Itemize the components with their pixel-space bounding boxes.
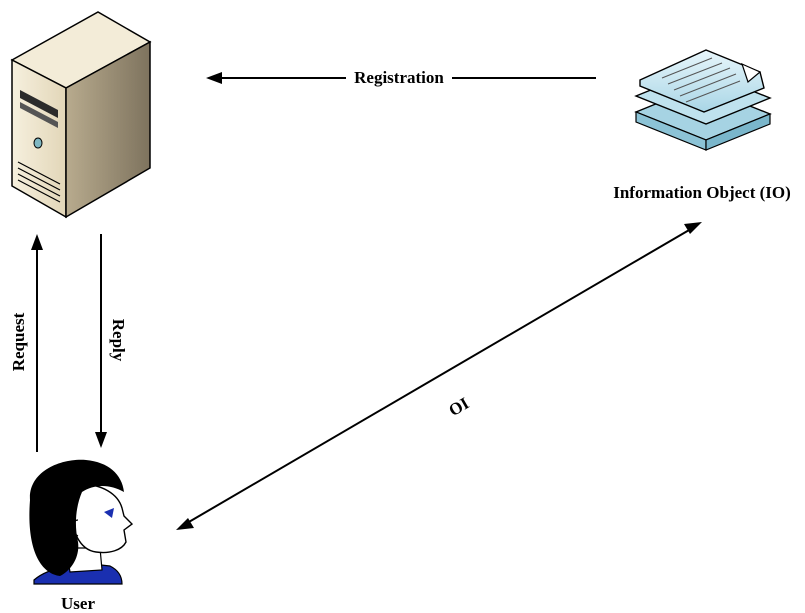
io-edge	[176, 222, 702, 530]
reply-edge	[95, 234, 107, 448]
stacked-documents-icon	[634, 49, 772, 151]
registration-label: Registration	[354, 68, 444, 87]
user-label: User	[61, 594, 95, 613]
request-label: Request	[9, 312, 28, 371]
info-object-label: Information Object (IO)	[613, 183, 791, 202]
io-label: IO	[445, 394, 472, 420]
user-head-icon	[29, 459, 134, 585]
server-tower-icon	[10, 11, 152, 219]
registration-label-bg	[346, 66, 452, 88]
reply-label: Reply	[109, 319, 128, 362]
request-edge	[31, 234, 43, 452]
